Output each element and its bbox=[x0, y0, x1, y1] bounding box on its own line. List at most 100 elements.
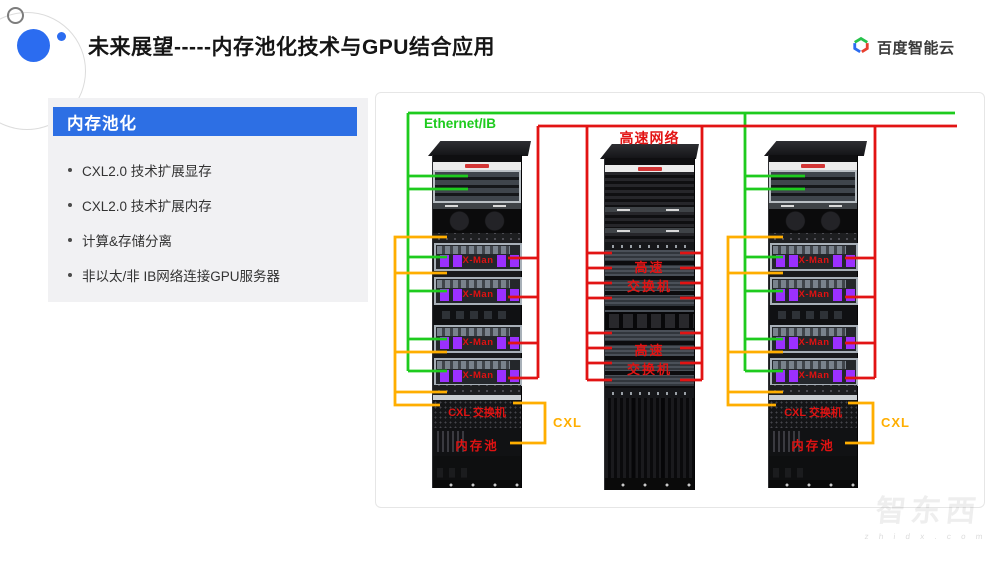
vent-panel bbox=[605, 212, 694, 228]
baidu-cloud-logo-icon bbox=[851, 35, 871, 60]
switch-label-line2: 交换机 bbox=[626, 279, 672, 294]
bullet-item: 非以太/非 IB网络连接GPU服务器 bbox=[68, 257, 358, 292]
watermark: 智东西 z h i d x . c o m bbox=[855, 486, 1000, 541]
bullet-item: 计算&存储分离 bbox=[68, 222, 358, 257]
bullet-text: CXL2.0 技术扩展内存 bbox=[82, 198, 212, 214]
xman-gpu-server-3: X-Man bbox=[434, 325, 522, 353]
bullet-item: CXL2.0 技术扩展显存 bbox=[68, 152, 358, 187]
switch-group-label-upper: 高速 交换机 bbox=[604, 258, 695, 296]
separator-row bbox=[433, 385, 521, 395]
switch-label-line1: 高速 bbox=[634, 343, 665, 358]
switch-rack-middle bbox=[600, 143, 700, 503]
switch-label-line1: 高速 bbox=[634, 260, 665, 275]
heatsink-strip bbox=[437, 280, 510, 288]
xman-label: X-Man bbox=[798, 288, 830, 300]
rack-body: X-Man X-Man X-Man X-Man CXL 交换机 内存池 bbox=[768, 155, 858, 488]
switch-group-upper bbox=[605, 250, 694, 312]
highspeed-network-label: 高速网络 bbox=[619, 130, 680, 146]
gpu-rack-left: X-Man X-Man X-Man X-Man CXL 交换机 内存池 bbox=[428, 140, 532, 500]
heatsink-strip bbox=[773, 328, 846, 336]
fan-section bbox=[769, 209, 857, 233]
xman-label: X-Man bbox=[462, 336, 494, 348]
rack-divider bbox=[769, 203, 857, 209]
xman-gpu-server-1: X-Man bbox=[434, 243, 522, 271]
rack-bezel bbox=[769, 155, 857, 162]
page-title: 未来展望-----内存池化技术与GPU结合应用 bbox=[88, 36, 495, 59]
rack-body: X-Man X-Man X-Man X-Man CXL 交换机 内存池 bbox=[432, 155, 522, 488]
fan-section bbox=[433, 209, 521, 233]
patch-panel-row bbox=[605, 388, 694, 398]
rack-brand-mark bbox=[465, 164, 489, 168]
vent-panel bbox=[605, 172, 694, 207]
separator-row bbox=[769, 385, 857, 395]
rack-divider bbox=[433, 203, 521, 209]
heatsink-strip bbox=[437, 246, 510, 254]
xman-label: X-Man bbox=[462, 254, 494, 266]
switch-group-label-lower: 高速 交换机 bbox=[604, 341, 695, 379]
heatsink-strip bbox=[773, 246, 846, 254]
rack-brand-mark bbox=[637, 167, 662, 171]
watermark-text: 智东西 bbox=[873, 495, 983, 528]
xman-label: X-Man bbox=[462, 288, 494, 300]
rack-brand-mark bbox=[801, 164, 825, 168]
cxl-switch-label: CXL 交换机 bbox=[784, 407, 842, 419]
connector-row bbox=[433, 305, 521, 325]
rack-divider bbox=[605, 207, 694, 212]
memory-pool-label: 内存池 bbox=[455, 439, 499, 453]
separator bbox=[433, 271, 521, 277]
rack-brand-strip bbox=[433, 162, 521, 170]
switch-label-line2: 交换机 bbox=[626, 362, 672, 377]
switch-group-lower bbox=[605, 330, 694, 388]
xman-label: X-Man bbox=[798, 369, 830, 381]
rack-cap bbox=[428, 141, 531, 156]
rack-brand-strip bbox=[769, 162, 857, 170]
bullet-dot bbox=[68, 167, 72, 172]
memory-pool-label: 内存池 bbox=[791, 439, 835, 453]
memory-pool-section: 内存池 bbox=[769, 428, 857, 456]
top-of-rack-switch bbox=[433, 170, 521, 203]
rack-divider bbox=[605, 228, 694, 233]
separator-row bbox=[433, 233, 521, 243]
heatsink-strip bbox=[773, 361, 846, 369]
xman-gpu-server-1: X-Man bbox=[770, 243, 858, 271]
watermark-subtext: z h i d x . c o m bbox=[864, 532, 987, 541]
bullet-dot bbox=[68, 272, 72, 277]
cxl-link-label-right: CXL bbox=[881, 415, 910, 430]
memory-pool-section: 内存池 bbox=[433, 428, 521, 456]
separator bbox=[433, 353, 521, 358]
bullet-dot bbox=[68, 202, 72, 207]
rack-base bbox=[769, 480, 857, 488]
xman-gpu-server-4: X-Man bbox=[434, 358, 522, 386]
rack-cap bbox=[600, 144, 699, 159]
connector-row bbox=[769, 305, 857, 325]
bullet-dot bbox=[68, 237, 72, 242]
rack-shelf bbox=[433, 395, 521, 400]
patch-panel-row bbox=[605, 242, 694, 250]
ethernet-label: Ethernet/IB bbox=[424, 116, 497, 131]
rack-brand-strip bbox=[605, 165, 694, 172]
panel-header: 内存池化 bbox=[53, 107, 357, 136]
rack-cap bbox=[764, 141, 867, 156]
xman-gpu-server-3: X-Man bbox=[770, 325, 858, 353]
separator bbox=[769, 271, 857, 277]
heatsink-strip bbox=[437, 328, 510, 336]
rack-shelf bbox=[769, 395, 857, 400]
decorative-blue-circle bbox=[17, 29, 50, 62]
top-of-rack-switch bbox=[769, 170, 857, 203]
cxl-switch-section: CXL 交换机 bbox=[433, 400, 521, 428]
bullet-text: 非以太/非 IB网络连接GPU服务器 bbox=[82, 268, 281, 284]
brand-logo: 百度智能云 bbox=[851, 35, 955, 60]
xman-label: X-Man bbox=[462, 369, 494, 381]
heatsink-strip bbox=[437, 361, 510, 369]
rack-base bbox=[433, 480, 521, 488]
heatsink-strip bbox=[773, 280, 846, 288]
rack-bezel bbox=[605, 158, 694, 165]
fan-row bbox=[605, 312, 694, 330]
bullet-text: 计算&存储分离 bbox=[82, 233, 173, 249]
separator bbox=[769, 353, 857, 358]
decorative-ring bbox=[7, 7, 24, 24]
lower-section bbox=[433, 456, 521, 480]
cxl-switch-label: CXL 交换机 bbox=[448, 407, 506, 419]
xman-gpu-server-4: X-Man bbox=[770, 358, 858, 386]
decorative-blue-dot bbox=[57, 32, 66, 41]
